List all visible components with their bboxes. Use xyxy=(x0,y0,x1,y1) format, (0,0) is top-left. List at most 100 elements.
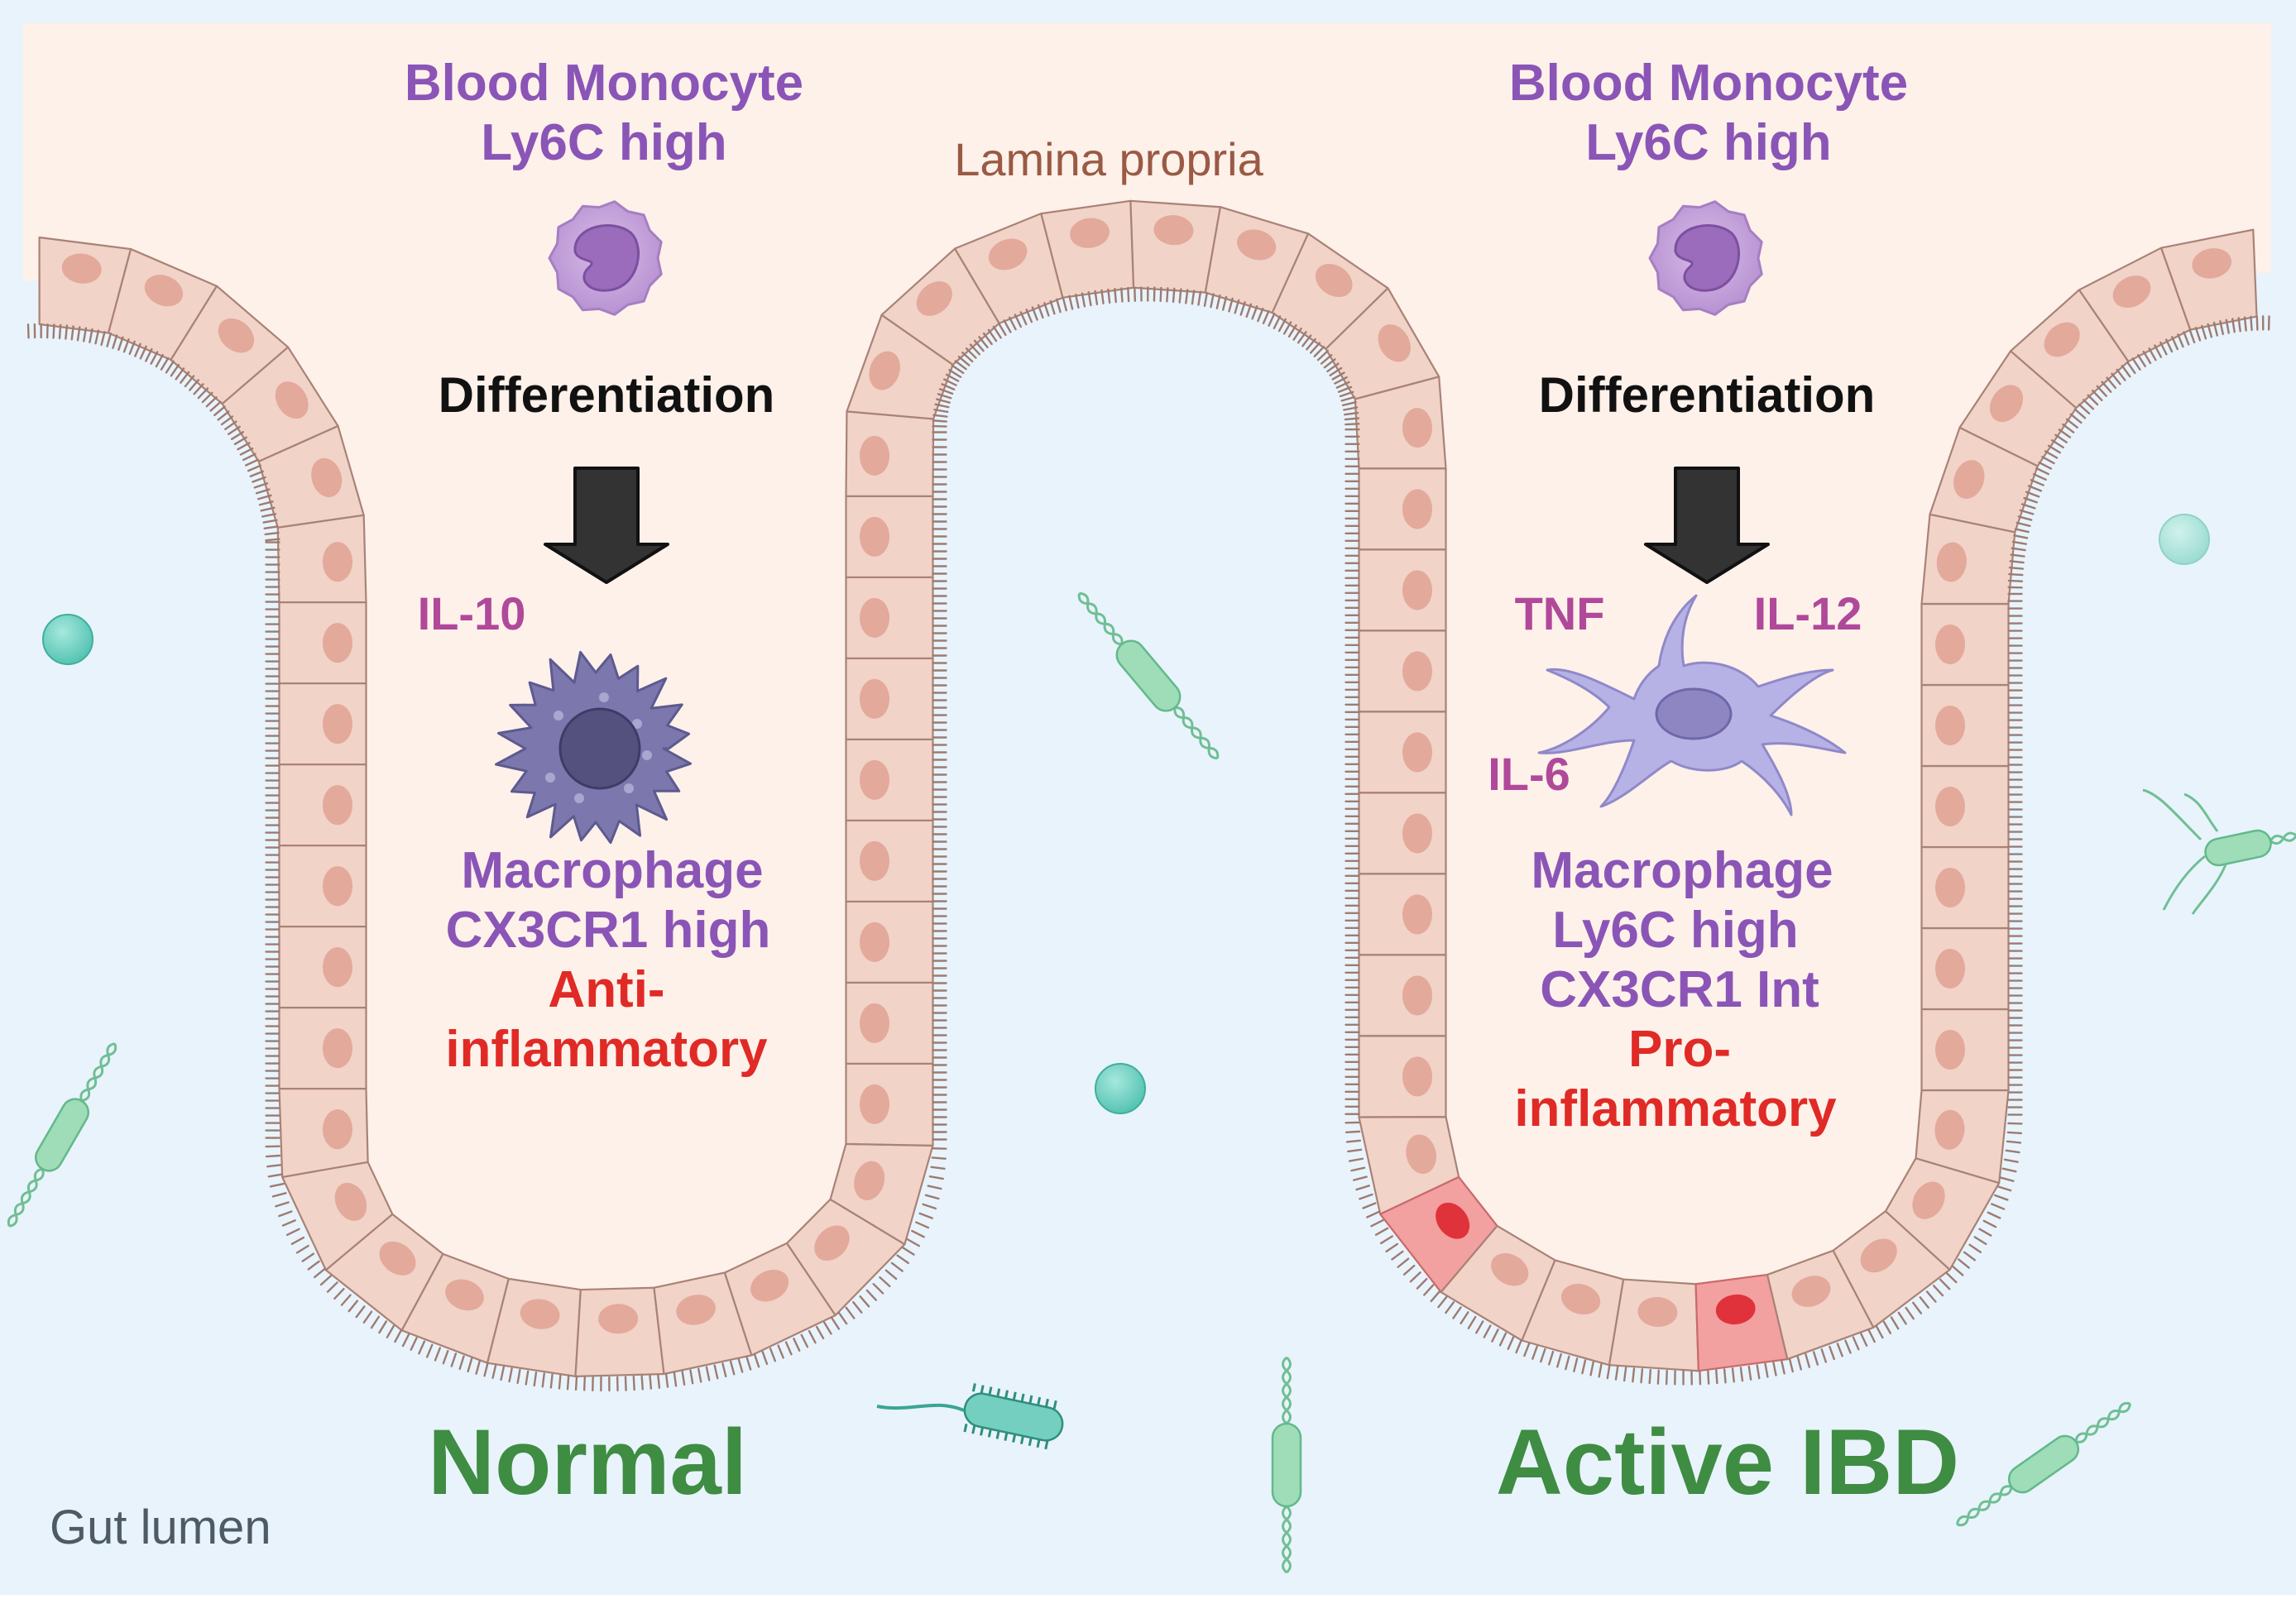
nucleus xyxy=(860,1003,889,1043)
nucleus xyxy=(323,1028,352,1069)
nucleus xyxy=(860,435,889,476)
bacteria-flagellum xyxy=(876,1403,965,1412)
nucleus xyxy=(1237,229,1277,261)
left-macrophage-label-line2: CX3CR1 high xyxy=(445,902,771,959)
nucleus xyxy=(1560,1284,1601,1315)
nucleus xyxy=(1402,1056,1432,1097)
nucleus xyxy=(1935,624,1965,664)
nucleus xyxy=(1315,263,1353,298)
right-phenotype-label-line1: Pro- xyxy=(1628,1021,1731,1078)
monocyte-nucleus xyxy=(1674,224,1741,292)
nucleus xyxy=(860,678,889,719)
nucleus xyxy=(275,381,309,419)
nucleus xyxy=(676,1295,716,1325)
nucleus xyxy=(916,281,952,316)
nucleus xyxy=(1402,570,1432,610)
immune-cells xyxy=(495,200,1847,845)
nucleus xyxy=(61,253,102,284)
nucleus xyxy=(1934,1109,1965,1150)
monocyte-icon xyxy=(1648,200,1763,316)
monocyte-icon xyxy=(548,200,663,316)
nucleus xyxy=(860,597,889,638)
particle-icon xyxy=(2159,514,2210,565)
nucleus xyxy=(144,275,184,307)
nucleus xyxy=(598,1304,639,1334)
cytokine-il12-label: IL-12 xyxy=(1753,587,1862,639)
nucleus xyxy=(1402,489,1432,529)
left-monocyte-label-line1: Blood Monocyte xyxy=(404,55,804,112)
nucleus xyxy=(323,542,353,582)
macrophage-nucleus xyxy=(1655,687,1733,740)
left-phenotype-label-line1: Anti- xyxy=(548,961,665,1018)
right-macrophage-label-line2: Ly6C high xyxy=(1552,902,1799,959)
nucleus xyxy=(1070,218,1110,248)
cytokine-il10-label: IL-10 xyxy=(417,587,526,639)
nucleus xyxy=(1912,1181,1945,1219)
nucleus xyxy=(869,351,900,390)
nucleus xyxy=(1402,975,1432,1016)
epithelium-layer xyxy=(26,199,2270,1392)
nucleus xyxy=(323,947,352,988)
nucleus xyxy=(750,1269,789,1302)
nucleus xyxy=(1791,1276,1831,1307)
nucleus xyxy=(2044,322,2080,357)
nucleus xyxy=(860,759,889,800)
bacteria-icon xyxy=(1077,591,1220,760)
particle-icon xyxy=(1095,1063,1146,1114)
nucleus xyxy=(323,866,352,907)
nucleus xyxy=(1935,867,1965,907)
right-monocyte-label-line2: Ly6C high xyxy=(1585,114,1832,171)
cytokine-il6-label: IL-6 xyxy=(1488,748,1570,800)
nucleus xyxy=(1860,1238,1897,1273)
nucleus xyxy=(2192,248,2232,279)
bacteria-icon xyxy=(2204,823,2296,867)
macrophage-icon xyxy=(495,650,693,845)
right-macrophage-label-line3: CX3CR1 Int xyxy=(1540,961,1819,1018)
nucleus xyxy=(323,704,353,744)
nucleus xyxy=(1935,786,1965,826)
nucleus xyxy=(860,516,889,557)
nucleus xyxy=(1402,813,1432,854)
nucleus xyxy=(1402,651,1432,692)
nucleus xyxy=(988,238,1028,270)
bacteria-icon xyxy=(1956,1401,2131,1527)
nucleus xyxy=(1990,385,2024,423)
bacteria-icon xyxy=(7,1042,117,1228)
bacteria-pili xyxy=(2142,788,2227,915)
left-differentiation-label: Differentiation xyxy=(438,367,775,423)
active-ibd-condition-label: Active IBD xyxy=(1495,1410,1960,1514)
nucleus xyxy=(1491,1252,1529,1286)
normal-condition-label: Normal xyxy=(428,1410,747,1514)
cytokine-tnf-label: TNF xyxy=(1514,587,1605,639)
nucleus xyxy=(1935,948,1965,989)
epithelial-cell xyxy=(845,410,935,497)
nucleus xyxy=(1378,324,1411,362)
nucleus xyxy=(860,922,889,962)
nucleus xyxy=(2112,275,2151,308)
nucleus xyxy=(1153,215,1194,246)
gut-lumen-label: Gut lumen xyxy=(50,1501,271,1554)
right-phenotype-label-line2: inflammatory xyxy=(1514,1080,1837,1137)
epithelial-cell xyxy=(276,514,367,604)
bacteria-icon xyxy=(963,1383,1064,1450)
nucleus xyxy=(323,1109,352,1150)
nucleus xyxy=(323,623,353,663)
nucleus xyxy=(218,318,255,353)
down-arrow-icon xyxy=(544,467,669,584)
nucleus xyxy=(1935,705,1965,745)
lamina-propria-label: Lamina propria xyxy=(954,133,1263,185)
nucleus xyxy=(1402,408,1432,448)
lamina-propria-region xyxy=(23,23,2271,1334)
right-macrophage-label-line1: Macrophage xyxy=(1531,842,1833,899)
nucleus xyxy=(379,1241,416,1276)
right-monocyte-label-line1: Blood Monocyte xyxy=(1508,55,1909,112)
nucleus xyxy=(1637,1296,1678,1328)
nucleus xyxy=(311,457,343,498)
nucleus xyxy=(860,1084,889,1124)
lumen-microbes xyxy=(7,514,2296,1574)
macrophage-icon xyxy=(1537,594,1847,816)
nucleus xyxy=(1953,460,1985,499)
epithelial-cells xyxy=(38,199,2258,1377)
left-macrophage-label-line1: Macrophage xyxy=(461,842,764,899)
